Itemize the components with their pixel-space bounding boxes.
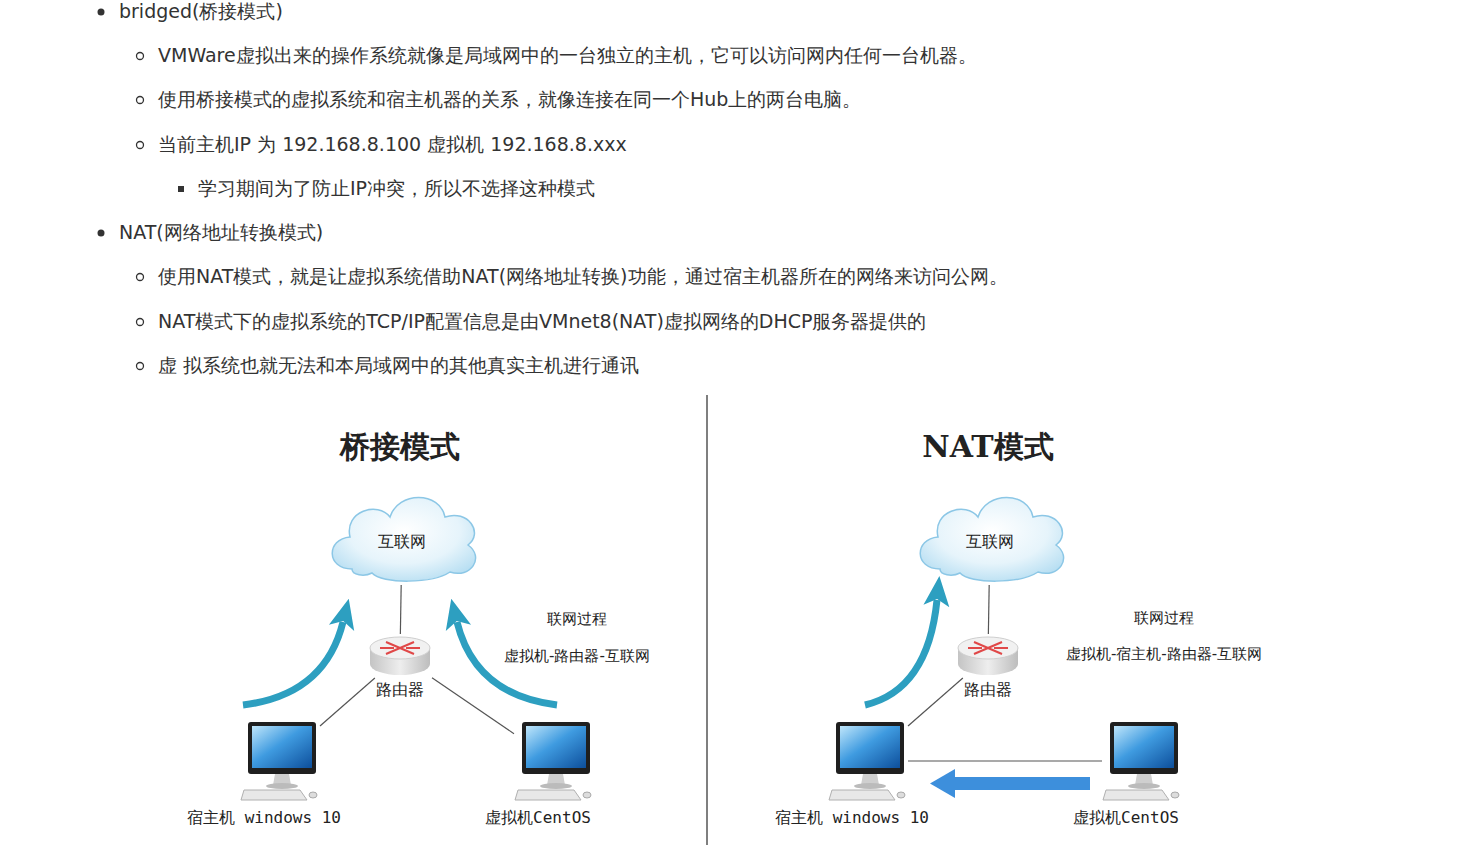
bullet-ring [137, 274, 144, 281]
flow-arrow [930, 769, 955, 798]
computer-icon-shape [240, 720, 320, 802]
bullet-text: 当前主机IP 为 192.168.8.100 虚拟机 192.168.8.xxx [158, 132, 627, 158]
bullet-text: VMWare虚拟出来的操作系统就像是局域网中的一台独立的主机，它可以访问网内任何… [158, 43, 977, 69]
node-label: 互联网 [966, 532, 1014, 553]
computer-icon-shape [828, 720, 908, 802]
icon-caption: 宿主机 windows 10 [185, 808, 343, 829]
icon-caption: 宿主机 windows 10 [773, 808, 931, 829]
computer-icon-shape [1102, 720, 1182, 802]
bullet-square [178, 186, 184, 192]
flow-arrow [243, 622, 343, 705]
icon-caption: 路由器 [962, 680, 1014, 701]
note-text: 虚拟机-宿主机-路由器-互联网 [1066, 645, 1262, 664]
bullet-ring [137, 53, 144, 60]
router-icon-shape [368, 634, 432, 678]
computer-icon: 虚拟机CentOS [1102, 720, 1182, 802]
bullet-ring [137, 142, 144, 149]
network-link [988, 585, 990, 634]
icon-caption: 路由器 [374, 680, 426, 701]
note-text: 虚拟机-路由器-互联网 [504, 647, 650, 666]
icon-caption: 虚拟机CentOS [1071, 808, 1181, 829]
note-text: 联网过程 [547, 610, 607, 629]
internet-cloud: 互联网 [910, 487, 1070, 585]
flow-arrow [865, 600, 937, 705]
network-link [400, 585, 402, 634]
network-link [432, 678, 514, 734]
internet-cloud: 互联网 [322, 487, 482, 585]
node-label: 互联网 [378, 532, 426, 553]
bullet-text: bridged(桥接模式) [119, 0, 283, 25]
bullet-ring [137, 319, 144, 326]
router-icon: 路由器 [368, 634, 432, 678]
network-link [908, 760, 1102, 761]
note-text: 联网过程 [1134, 609, 1194, 628]
router-icon: 路由器 [956, 634, 1020, 678]
bullet-dot [98, 9, 105, 16]
bullet-ring [137, 97, 144, 104]
icon-caption: 虚拟机CentOS [483, 808, 593, 829]
bullet-text: NAT(网络地址转换模式) [119, 220, 323, 246]
network-link [908, 678, 963, 726]
network-link [320, 678, 375, 726]
divider-line [706, 395, 708, 845]
bullet-text: 虚 拟系统也就无法和本局域网中的其他真实主机进行通讯 [158, 353, 639, 379]
bullet-text: 使用NAT模式，就是让虚拟系统借助NAT(网络地址转换)功能，通过宿主机器所在的… [158, 264, 1008, 290]
bullet-text: 学习期间为了防止IP冲突，所以不选择这种模式 [198, 176, 595, 202]
diagram-title: 桥接模式 [340, 427, 460, 468]
bullet-dot [98, 230, 105, 237]
flow-arrow [952, 777, 1090, 790]
bullet-ring [137, 363, 144, 370]
computer-icon: 宿主机 windows 10 [828, 720, 908, 802]
computer-icon: 宿主机 windows 10 [240, 720, 320, 802]
computer-icon: 虚拟机CentOS [514, 720, 594, 802]
diagram-title: NAT模式 [922, 427, 1053, 468]
router-icon-shape [956, 634, 1020, 678]
computer-icon-shape [514, 720, 594, 802]
bullet-text: 使用桥接模式的虚拟系统和宿主机器的关系，就像连接在同一个Hub上的两台电脑。 [158, 87, 861, 113]
bullet-text: NAT模式下的虚拟系统的TCP/IP配置信息是由VMnet8(NAT)虚拟网络的… [158, 309, 927, 335]
